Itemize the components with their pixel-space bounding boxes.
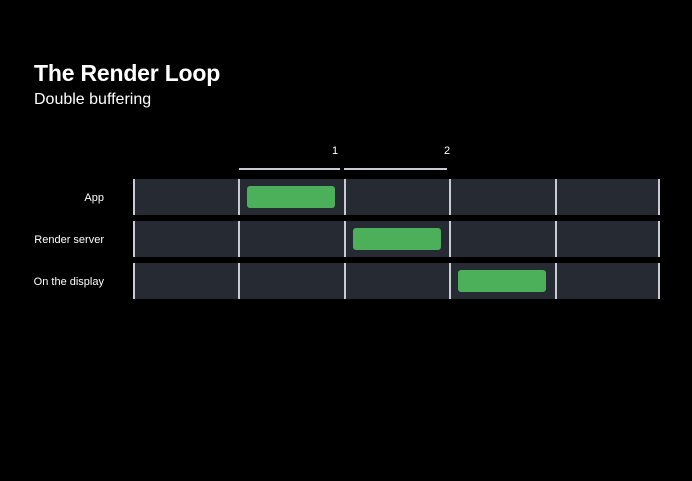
frame-bar — [458, 270, 546, 292]
frame-bracket-2 — [344, 168, 447, 170]
slot-divider — [555, 179, 557, 215]
slot-divider — [133, 263, 135, 299]
slot-divider — [658, 263, 660, 299]
frame-bracket-1 — [239, 168, 340, 170]
frame-bar — [247, 186, 335, 208]
slot-divider — [238, 179, 240, 215]
frame-bar — [353, 228, 441, 250]
slot-divider — [449, 179, 451, 215]
slot-divider — [344, 263, 346, 299]
slot-divider — [133, 179, 135, 215]
slot-divider — [449, 221, 451, 257]
lane-render-server — [133, 221, 660, 257]
slot-divider — [449, 263, 451, 299]
lane-app — [133, 179, 660, 215]
frame-bracket-label-1: 1 — [332, 145, 339, 157]
frame-bracket-label-2: 2 — [444, 145, 451, 157]
row-label-render-server: Render server — [34, 234, 104, 246]
slot-divider — [133, 221, 135, 257]
slot-divider — [344, 179, 346, 215]
slot-divider — [658, 221, 660, 257]
slot-divider — [344, 221, 346, 257]
lane-on-the-display — [133, 263, 660, 299]
slot-divider — [238, 221, 240, 257]
slot-divider — [238, 263, 240, 299]
slot-divider — [555, 263, 557, 299]
page-subtitle: Double buffering — [34, 91, 152, 108]
row-label-app: App — [84, 192, 104, 204]
page-title: The Render Loop — [34, 60, 221, 86]
slot-divider — [658, 179, 660, 215]
slot-divider — [555, 221, 557, 257]
row-label-on-the-display: On the display — [33, 276, 104, 288]
